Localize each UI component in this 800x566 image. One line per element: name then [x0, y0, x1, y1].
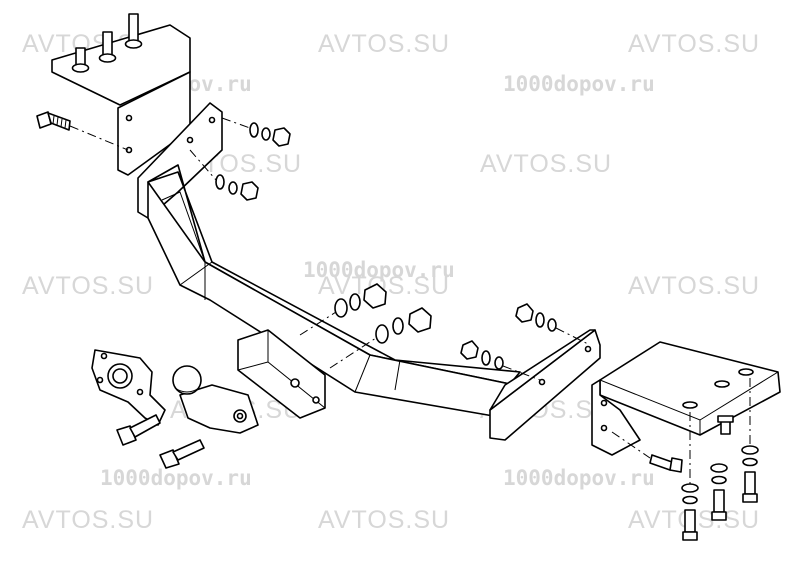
left-bolt — [36, 111, 71, 131]
socket-plate — [91, 349, 166, 426]
ball-bolt — [116, 414, 161, 446]
watermark-avtos: AVTOS.SU — [22, 272, 155, 300]
left-mounting-bracket — [51, 13, 191, 176]
washer-nut-set — [215, 174, 259, 201]
tow-ball — [172, 365, 259, 434]
watermark-avtos: AVTOS.SU — [318, 506, 451, 534]
ball-bolt — [159, 439, 205, 469]
watermark-dopov: 1000dopov.ru — [100, 466, 252, 490]
vertical-bolt-set — [741, 445, 759, 503]
watermark-avtos: AVTOS.SU — [628, 30, 761, 58]
vertical-bolt-set — [681, 483, 699, 541]
washer-nut-set — [515, 303, 557, 332]
washer-nut-set — [249, 122, 291, 147]
watermark-dopov: 1000dopov.ru — [503, 466, 655, 490]
right-bolt — [649, 454, 683, 473]
watermark-avtos: AVTOS.SU — [318, 30, 451, 58]
cross-beam — [137, 102, 601, 441]
washer-nut-set — [334, 283, 387, 318]
vertical-bolt-set — [710, 463, 728, 521]
watermark-avtos: AVTOS.SU — [22, 506, 155, 534]
washer-nut-set — [460, 340, 504, 370]
watermark-dopov: 1000dopov.ru — [303, 258, 455, 282]
watermark-avtos: AVTOS.SU — [628, 272, 761, 300]
washer-nut-set — [375, 307, 432, 344]
watermark-dopov: 1000dopov.ru — [503, 72, 655, 96]
watermark-avtos: AVTOS.SU — [480, 150, 613, 178]
vertical-bolt-top — [717, 415, 734, 435]
right-mounting-bracket — [591, 341, 781, 456]
